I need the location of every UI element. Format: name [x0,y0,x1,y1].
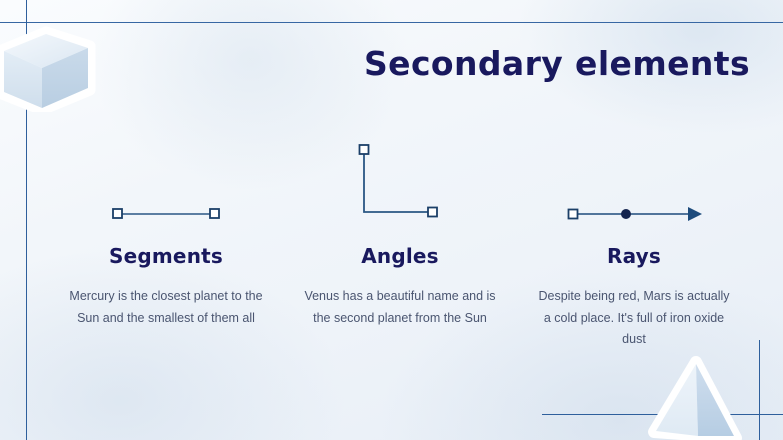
frame-line-vertical-left [26,0,27,440]
frame-line-vertical-right [759,340,760,440]
column-rays: Rays Despite being red, Mars is actually… [528,130,740,351]
segment-icon [112,208,220,219]
cube-shape [0,26,96,112]
column-body-rays: Despite being red, Mars is actually a co… [538,289,730,346]
column-title-rays: Rays [606,244,662,268]
ray-icon [567,207,702,221]
column-body-segments: Mercury is the closest planet to the Sun… [69,289,263,325]
column-title-segments: Segments [109,244,223,268]
angle-icon [358,144,438,218]
segment-figure [60,130,272,226]
column-body-angles: Venus has a beautiful name and is the se… [304,289,496,325]
columns-container: Segments Mercury is the closest planet t… [60,130,740,351]
column-title-angles: Angles [361,244,439,268]
column-angles: Angles Venus has a beautiful name and is… [294,130,506,329]
frame-line-horizontal-top [0,22,783,23]
angle-figure [294,130,506,226]
pyramid-shape [648,356,742,440]
page-title: Secondary elements [364,44,750,83]
column-segments: Segments Mercury is the closest planet t… [60,130,272,329]
ray-figure [528,130,740,226]
